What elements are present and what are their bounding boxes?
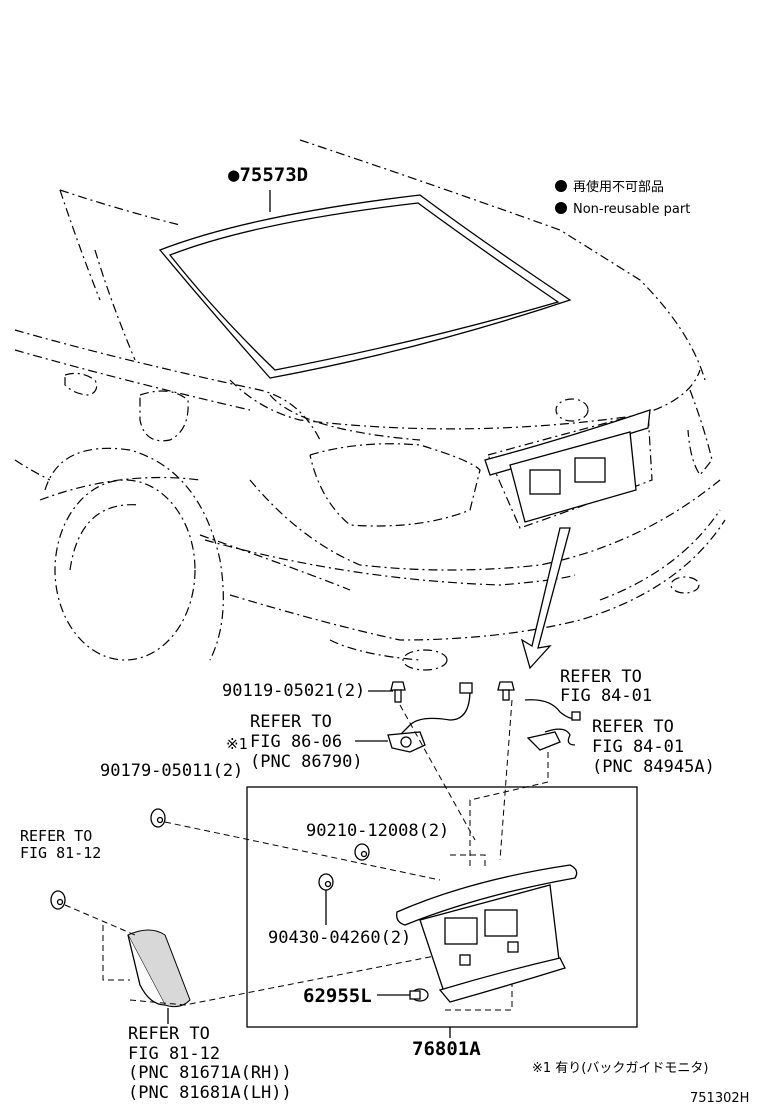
label-refer-81-12-b-2: FIG 81-12 <box>128 1044 220 1064</box>
clip-90430 <box>318 873 334 891</box>
nut-90210 <box>354 843 370 861</box>
label-refer-84-01-b-2: FIG 84-01 <box>592 737 684 757</box>
label-refer-81-12-b-4: (PNC 81681A(LH)) <box>128 1083 292 1103</box>
part-62955l <box>377 988 429 1002</box>
label-bolt-90119: 90119-05021(2) <box>222 681 365 701</box>
legend-bullet-2 <box>555 202 567 214</box>
wiring-connector-a <box>497 681 581 721</box>
garnish-group-box <box>246 786 638 1028</box>
label-refer-81-12-b-3: (PNC 81671A(RH)) <box>128 1063 292 1083</box>
rear-window-seal <box>158 190 572 379</box>
bolt-90119 <box>390 681 406 703</box>
legend: 再使用不可部品 Non-reusable part <box>555 179 690 217</box>
diagram-code: 751302H <box>690 1091 749 1106</box>
label-refer-81-12-a-2: FIG 81-12 <box>20 844 101 862</box>
garnish-on-car <box>484 409 651 523</box>
legend-bullet-1 <box>555 180 567 192</box>
label-refer-84-01-a-1: REFER TO <box>560 667 642 687</box>
label-refer-81-12-a-1: REFER TO <box>20 827 92 845</box>
label-nut-90210: 90210-12008(2) <box>306 821 449 841</box>
label-refer-86-06-1: REFER TO <box>250 712 332 732</box>
label-part-62955l: 62955L <box>303 985 372 1007</box>
camera-assembly <box>387 682 473 753</box>
label-seal: ●75573D <box>228 164 308 186</box>
legend-label-ja: 再使用不可部品 <box>573 179 664 195</box>
direction-arrow <box>520 527 571 670</box>
nut-refer-81-12 <box>50 890 66 910</box>
label-clip-90430: 90430-04260(2) <box>268 928 411 948</box>
garnish-76801a <box>396 864 578 1003</box>
license-light-assembly <box>526 728 576 751</box>
label-refer-84-01-b-1: REFER TO <box>592 717 674 737</box>
rear-reflector <box>127 929 191 1008</box>
label-garnish-76801a: 76801A <box>412 1038 481 1060</box>
dashed-leaders <box>64 699 549 1011</box>
car-body-outline <box>14 139 726 671</box>
footnote: ※1 有り(バックガイドモニタ) <box>532 1061 708 1076</box>
label-refer-84-01-b-3: (PNC 84945A) <box>592 757 715 777</box>
legend-label-en: Non-reusable part <box>573 202 690 217</box>
label-refer-86-06-2: FIG 86-06 <box>250 732 342 752</box>
label-refer-81-12-b-1: REFER TO <box>128 1024 210 1044</box>
label-nut-90179: 90179-05011(2) <box>100 761 243 781</box>
label-refer-84-01-a-2: FIG 84-01 <box>560 686 652 706</box>
label-refer-86-06-3: (PNC 86790) <box>250 752 363 772</box>
label-note-mark: ※1 <box>226 735 248 753</box>
nut-90179 <box>150 808 166 828</box>
